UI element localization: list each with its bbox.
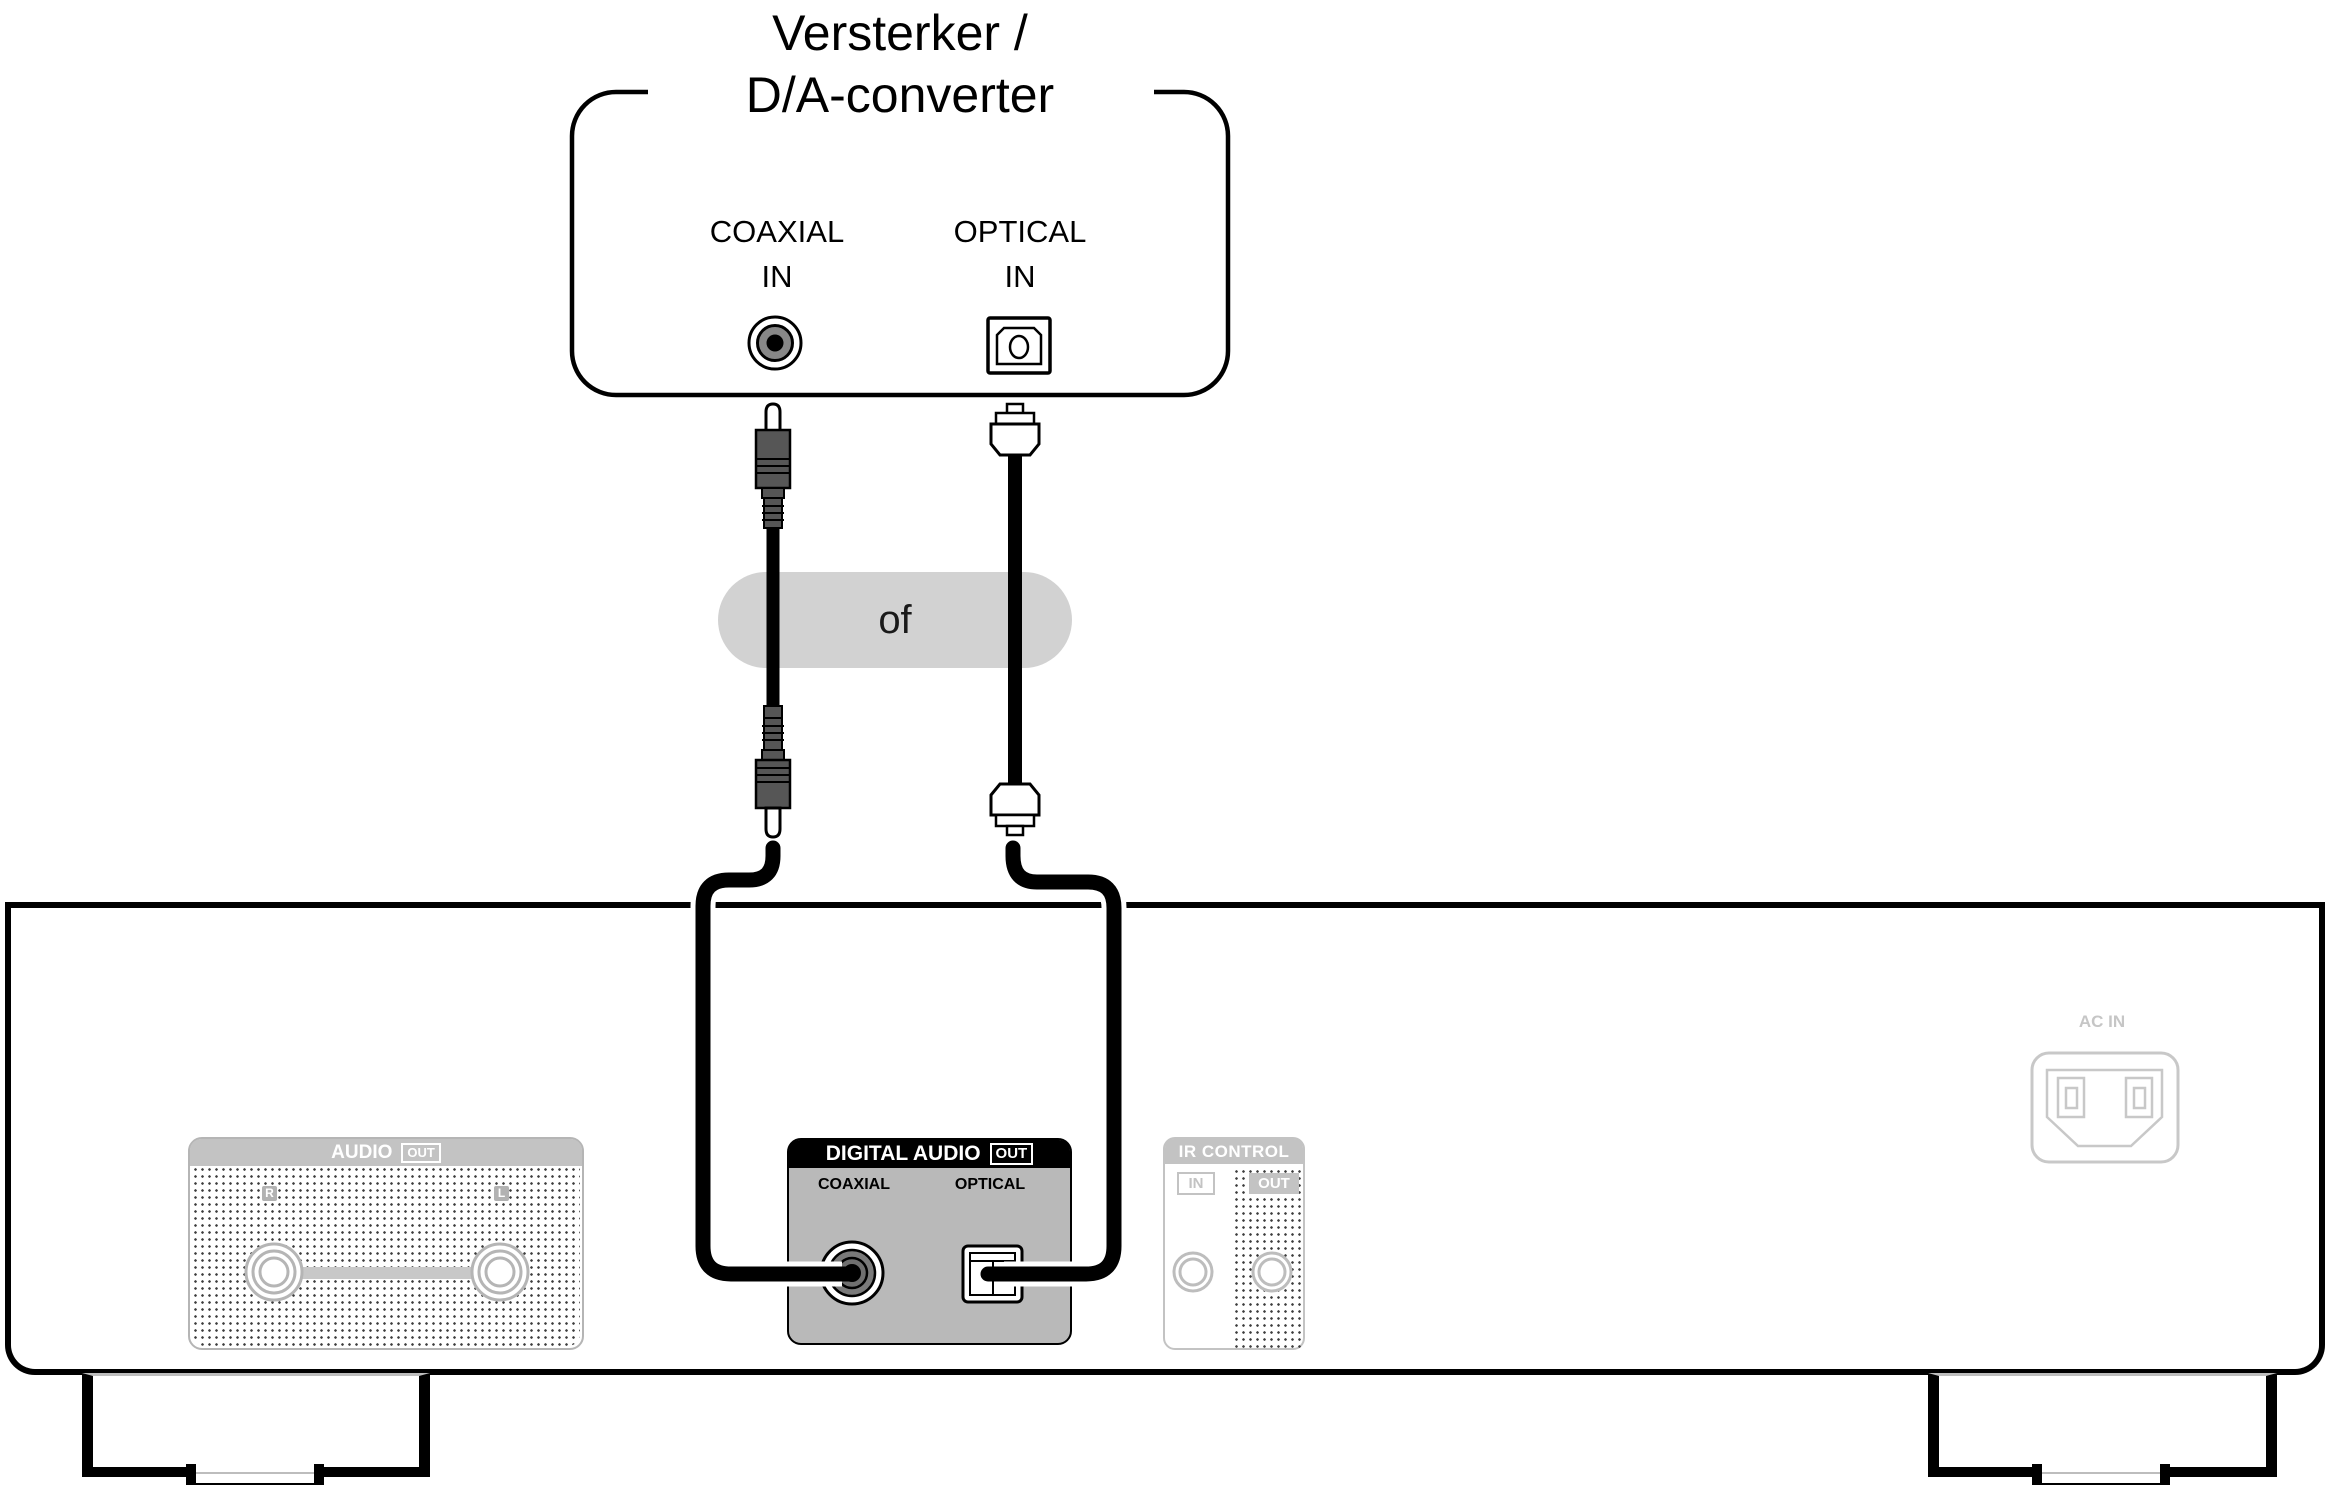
or-label: of [878,598,912,642]
audio-out-jacks-icon [244,1242,530,1302]
amplifier-title: Versterker / D/A-converter [570,2,1230,126]
optical-in-title: OPTICAL [953,214,1087,249]
ac-in-label: AC IN [2078,1012,2126,1031]
right-channel-badge: R [262,1186,277,1201]
audio-out-jack-right-icon [244,1242,304,1302]
audio-out-header: AUDIO OUT [190,1139,582,1166]
coaxial-in-jack-icon [747,315,803,371]
coaxial-out-label: COAXIAL [818,1176,890,1193]
optical-in-jack-icon [986,316,1052,375]
amplifier-title-line1: Versterker / [772,5,1028,61]
amplifier-box-outline [569,84,1231,398]
digital-audio-out-panel: DIGITAL AUDIO OUT COAXIAL OPTICAL [787,1138,1072,1345]
ir-in-badge: IN [1177,1172,1215,1195]
ac-inlet-icon [2030,1051,2180,1164]
foot-left-tab [186,1464,324,1485]
digital-audio-out-title: DIGITAL AUDIO [825,1142,981,1165]
left-channel-badge: L [494,1186,509,1201]
optical-plug-bottom-icon [989,782,1041,837]
optical-cable-halo [1000,853,1127,1287]
optical-cable-lower [980,840,1122,1282]
optical-plug-top-icon [989,402,1041,457]
rca-plug-bottom-icon [754,705,792,839]
optical-out-label: OPTICAL [954,1176,1026,1193]
coaxial-in-title: COAXIAL [709,214,845,249]
coaxial-in-sublabel: IN [761,259,793,294]
audio-out-title: AUDIO [331,1141,393,1163]
coaxial-cable-halo [690,853,842,1287]
foot-right-tab [2032,1464,2170,1485]
ir-out-badge: OUT [1249,1173,1299,1194]
audio-out-badge: OUT [401,1142,441,1163]
rca-plug-top-icon [754,402,792,529]
digital-audio-out-badge: OUT [989,1143,1034,1165]
ir-out-jack-icon [1251,1251,1293,1293]
ir-control-header: IR CONTROL [1165,1139,1303,1164]
amplifier-title-line2: D/A-converter [745,67,1055,123]
audio-out-jack-left-icon [470,1242,530,1302]
coaxial-cable-lower [695,840,860,1282]
digital-audio-out-header: DIGITAL AUDIO OUT [789,1140,1070,1168]
optical-in-sublabel: IN [1004,259,1036,294]
ir-in-jack-icon [1172,1251,1214,1293]
ir-control-panel: IR CONTROL IN OUT [1163,1137,1305,1350]
